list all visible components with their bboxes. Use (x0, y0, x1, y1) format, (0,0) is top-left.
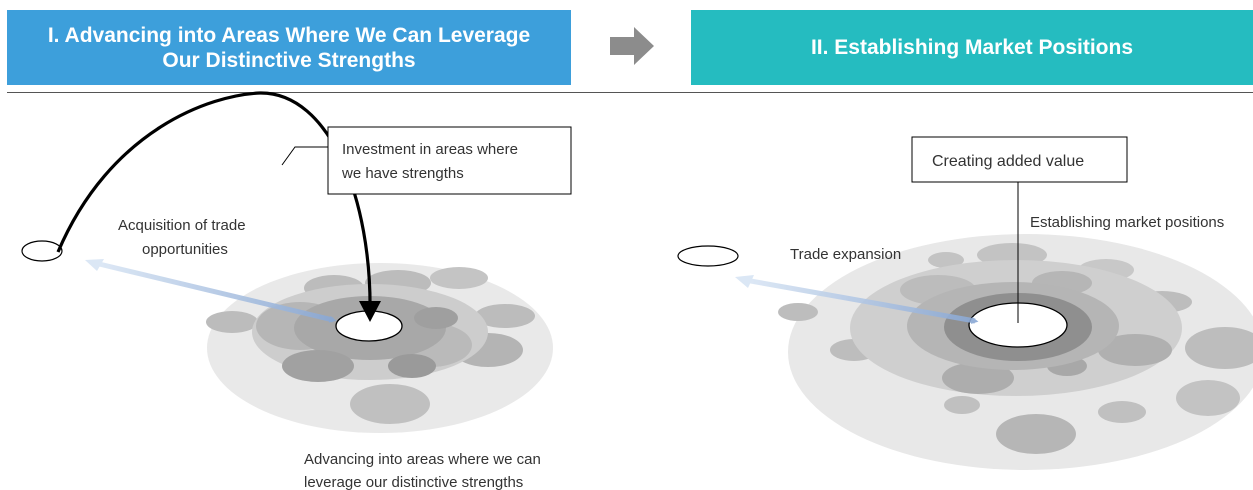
investment-callout-line-2: we have strengths (341, 165, 464, 182)
acquisition-label-line-2: opportunities (142, 241, 228, 258)
added-value-callout: Creating added value (911, 136, 1128, 183)
market-blob (996, 414, 1076, 454)
advancing-label-line-2: leverage our distinctive strengths (304, 474, 523, 490)
market-blob (1098, 334, 1172, 366)
stage-1-title-line-1: I. Advancing into Areas Where We Can Lev… (47, 23, 531, 47)
stage-2-trade-arrow (735, 275, 979, 324)
stage-1-trade-arrow (85, 259, 337, 323)
market-blob (282, 350, 354, 382)
stage-2-header: II. Establishing Market Positions (691, 10, 1253, 85)
market-blob (1098, 401, 1146, 423)
market-blob (1176, 380, 1240, 416)
trade-expansion-label: Trade expansion (790, 246, 901, 263)
stage-1-market-cluster (206, 263, 553, 433)
market-blob (928, 252, 964, 268)
stage-1-title-line-2: Our Distinctive Strengths (162, 48, 416, 72)
advancing-label-line-1: Advancing into areas where we can (304, 451, 541, 468)
market-blob (944, 396, 980, 414)
market-blob (388, 354, 436, 378)
investment-callout-leader (281, 146, 328, 166)
market-blob (1185, 327, 1253, 369)
market-blob (350, 384, 430, 424)
right-arrow-icon (610, 27, 654, 65)
market-blob (414, 307, 458, 329)
investment-callout-line-1: Investment in areas where (342, 141, 518, 158)
stage-1-header: I. Advancing into Areas Where We Can Lev… (7, 10, 571, 85)
market-blob (430, 267, 488, 289)
stage-2-title: II. Establishing Market Positions (810, 36, 1134, 59)
added-value-callout-text: Creating added value (932, 153, 1084, 170)
market-blob (475, 304, 535, 328)
stage-1-origin-oval (21, 240, 63, 262)
investment-callout: Investment in areas where we have streng… (327, 126, 572, 195)
market-positions-label: Establishing market positions (1030, 214, 1224, 231)
stage-1-investment-arrow (56, 91, 381, 322)
stage-2-market-cluster (778, 234, 1253, 470)
acquisition-label-line-1: Acquisition of trade (118, 217, 246, 234)
market-blob (942, 362, 1014, 394)
stage-2-origin-oval (677, 245, 739, 267)
stage-1-title: I. Advancing into Areas Where We Can Lev… (48, 23, 530, 73)
market-blob (778, 303, 818, 321)
header-divider (7, 92, 1253, 93)
market-blob (206, 311, 258, 333)
